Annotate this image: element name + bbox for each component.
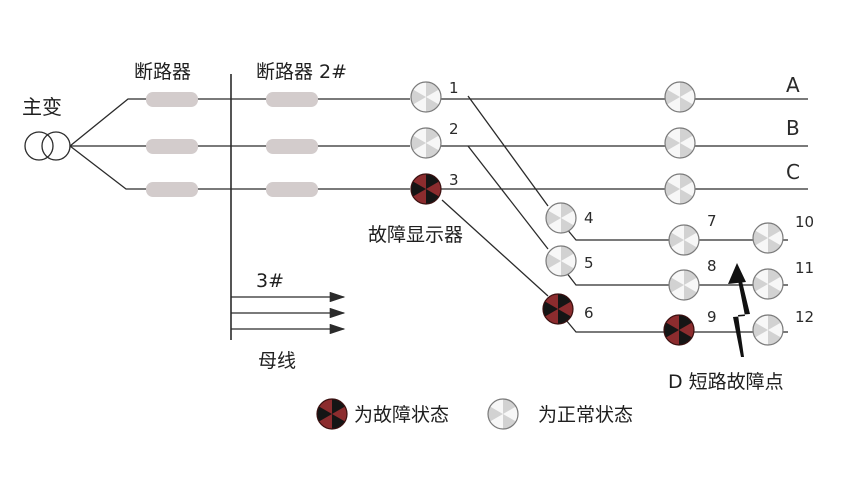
- indicator-7: [668, 224, 700, 256]
- indicator-c-end: [664, 173, 696, 205]
- phase-label-b: B: [786, 116, 800, 140]
- indicator-5-number: 5: [584, 254, 594, 272]
- indicator-2-number: 2: [449, 120, 459, 138]
- branch-line-1-4: [467, 95, 549, 207]
- indicator-9: [663, 314, 695, 346]
- indicator-rim: [664, 81, 696, 113]
- indicator-sector: [684, 277, 699, 293]
- indicator-rim: [410, 127, 442, 159]
- indicator-11-number: 11: [795, 259, 814, 277]
- indicator-3-number: 3: [449, 171, 459, 189]
- indicator-rim: [668, 269, 700, 301]
- indicator-6-number: 6: [584, 304, 594, 322]
- indicator-11: [752, 268, 784, 300]
- indicator-rim: [752, 222, 784, 254]
- indicator-7-number: 7: [707, 212, 717, 230]
- indicator-sector: [768, 230, 783, 246]
- branch-line-6-12: [565, 319, 788, 333]
- indicator-rim: [545, 245, 577, 277]
- indicator-5: [545, 245, 577, 277]
- indicator-sector: [768, 322, 783, 338]
- fault-indicator-label: 故障显示器: [368, 224, 463, 246]
- indicator-sector: [680, 135, 695, 151]
- main-transformer-label: 主变: [22, 95, 62, 119]
- breaker-2-a: [266, 92, 318, 107]
- busbar-label: 母线: [258, 350, 296, 372]
- indicator-sector: [426, 181, 441, 197]
- indicator-rim: [663, 314, 695, 346]
- indicator-sector: [426, 135, 441, 151]
- indicator-rim: [542, 293, 574, 325]
- indicator-sector: [503, 406, 518, 422]
- indicator-1-number: 1: [449, 79, 459, 97]
- indicator-rim: [316, 398, 348, 430]
- indicator-3: [410, 173, 442, 205]
- indicator-sector: [561, 210, 576, 226]
- indicator-10-number: 10: [795, 213, 814, 231]
- indicator-a-end: [664, 81, 696, 113]
- legend-normal-label: 为正常状态: [538, 404, 633, 426]
- breaker-1-c: [146, 182, 198, 197]
- indicator-8-number: 8: [707, 257, 717, 275]
- indicator-rim: [752, 314, 784, 346]
- indicator-sector: [426, 89, 441, 105]
- legend-normal-indicator-icon: [487, 398, 519, 430]
- indicator-rim: [410, 81, 442, 113]
- indicator-12-number: 12: [795, 308, 814, 326]
- legend-fault-indicator-icon: [316, 398, 348, 430]
- indicator-rim: [752, 268, 784, 300]
- indicator-9-number: 9: [707, 308, 717, 326]
- indicator-rim: [545, 202, 577, 234]
- indicator-2: [410, 127, 442, 159]
- indicator-b-end: [664, 127, 696, 159]
- feeder-fanout-a: [69, 98, 410, 147]
- branch-line-2-5: [467, 145, 549, 250]
- indicator-sector: [680, 181, 695, 197]
- indicator-10: [752, 222, 784, 254]
- indicator-sector: [768, 276, 783, 292]
- indicator-4-number: 4: [584, 209, 594, 227]
- indicator-6: [542, 293, 574, 325]
- indicator-1: [410, 81, 442, 113]
- indicator-sector: [680, 89, 695, 105]
- lightning-arrow-icon: [728, 263, 746, 284]
- branch-line-3-6: [441, 199, 549, 297]
- indicator-4: [545, 202, 577, 234]
- indicator-sector: [679, 322, 694, 338]
- lightning-bolt-icon: [733, 269, 750, 357]
- breaker-label: 断路器: [134, 61, 191, 83]
- indicator-rim: [664, 127, 696, 159]
- breaker-2-c: [266, 182, 318, 197]
- short-circuit-label: D 短路故障点: [668, 371, 784, 393]
- indicator-rim: [487, 398, 519, 430]
- transformer-symbol: [24, 131, 71, 161]
- indicator-sector: [561, 253, 576, 269]
- breaker-2-label: 断路器 2#: [256, 61, 347, 83]
- breaker-1-a: [146, 92, 198, 107]
- indicator-sector: [684, 232, 699, 248]
- phase-label-a: A: [786, 73, 800, 97]
- bus-3-label: 3#: [256, 270, 284, 292]
- indicator-rim: [410, 173, 442, 205]
- indicator-sector: [332, 406, 347, 422]
- indicator-12: [752, 314, 784, 346]
- phase-label-c: C: [786, 160, 800, 184]
- indicator-rim: [664, 173, 696, 205]
- breaker-1-b: [146, 139, 198, 154]
- legend-fault-label: 为故障状态: [354, 404, 449, 426]
- feeder-fanout-c: [69, 145, 410, 190]
- breaker-2-b: [266, 139, 318, 154]
- indicator-8: [668, 269, 700, 301]
- indicator-rim: [668, 224, 700, 256]
- indicator-sector: [558, 301, 573, 317]
- indicators-layer: [316, 81, 784, 430]
- branch-line-5-11: [565, 271, 788, 286]
- branch-line-4-10: [565, 227, 788, 241]
